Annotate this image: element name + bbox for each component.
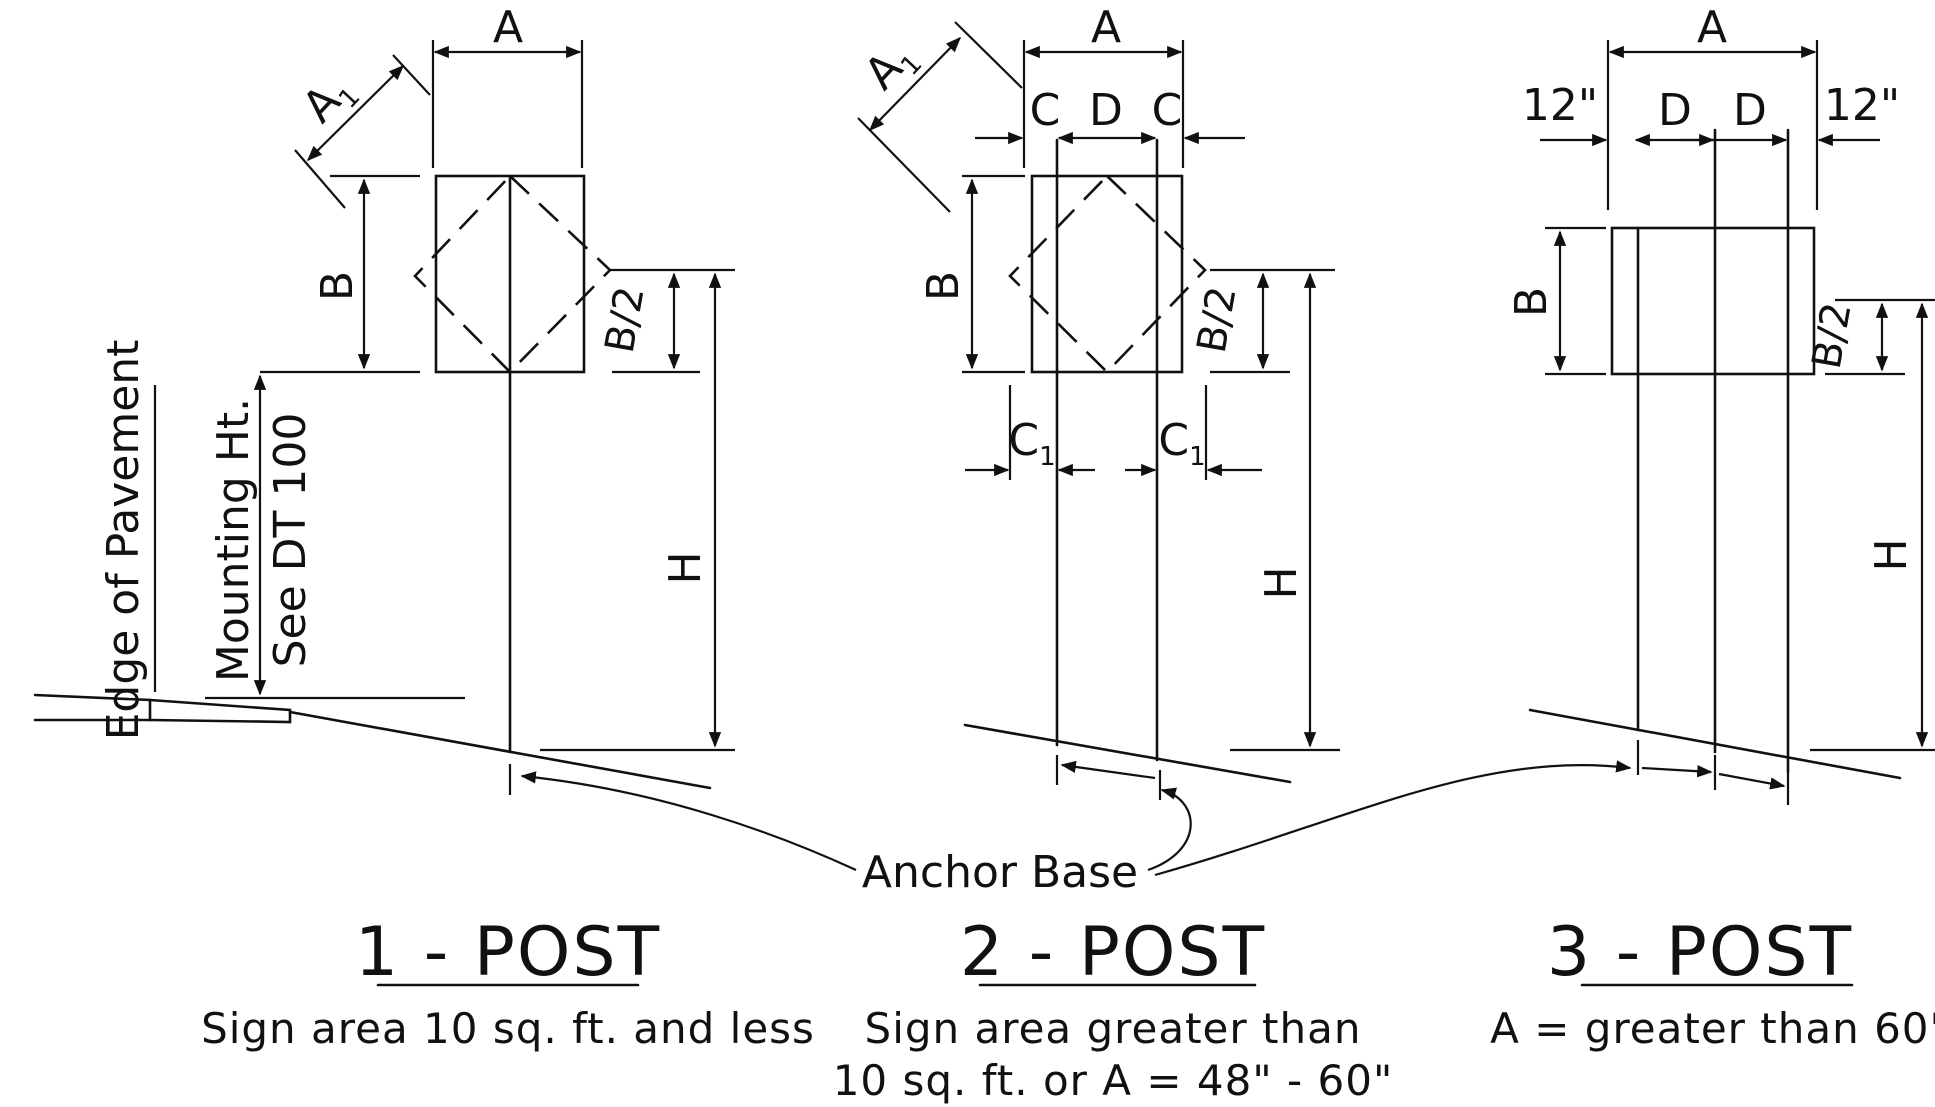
post2-caption-line2: 10 sq. ft. or A = 48" - 60" (833, 1056, 1394, 1105)
post2-a1-label-group: A1 (855, 31, 929, 104)
post2-dim-c1-left: C1 (1008, 415, 1055, 472)
ground-line-1 (288, 710, 712, 790)
post2-dim-c-right: C (1152, 85, 1183, 136)
edge-of-pavement-label-group: Edge of Pavement (98, 340, 149, 741)
post3-anchor-leader (1154, 760, 1632, 877)
post2-b2-label-group: B/2 (1189, 283, 1246, 356)
post1-a1-label-group: A1 (293, 64, 367, 137)
post3-dim-12in-right: 12" (1824, 80, 1900, 131)
svg-text:A1: A1 (293, 64, 367, 137)
ground-line-2 (963, 723, 1292, 784)
pavement-curb (148, 698, 292, 724)
post2-anchor-leader (1147, 787, 1192, 872)
post2-sign-panel (1030, 174, 1184, 374)
see-dt100-label-group: See DT 100 (265, 413, 316, 668)
post3-sign-panel (1610, 226, 1816, 376)
post3-title: 3 - POST (1547, 913, 1853, 992)
post2-anchor-dim (1060, 760, 1156, 780)
post1-figure: A A1 B B/2 H Edge of Pavement (33, 2, 857, 1053)
post3-figure: A 12" D D 12" B B/2 H (1154, 2, 1935, 1053)
svg-text:H: H (1866, 538, 1917, 571)
pavement-surface (33, 693, 152, 722)
svg-text:B: B (1506, 287, 1557, 317)
post2-b-label-group: B (918, 271, 969, 301)
post2-dim-c-left: C (1030, 85, 1061, 136)
post1-b2-label-group: B/2 (597, 283, 654, 356)
post3-dim-12in-left: 12" (1522, 80, 1598, 131)
mounting-height-label-group: Mounting Ht. (208, 398, 259, 682)
post3-caption: A = greater than 60" (1490, 1004, 1935, 1053)
post3-anchor-dim-a (1641, 765, 1713, 778)
svg-text:B/2: B/2 (1804, 299, 1861, 372)
post2-a1-dim (868, 36, 962, 132)
post1-a1-ext-bottom (294, 149, 346, 209)
post1-h-label-group: H (660, 551, 711, 584)
post3-h-label-group: H (1866, 538, 1917, 571)
post2-a1-ext-top (954, 21, 1023, 89)
post2-diamond-sign (1008, 174, 1207, 374)
post2-dim-a-label: A (1091, 2, 1121, 53)
post1-title: 1 - POST (355, 913, 661, 992)
post2-h-label-group: H (1256, 566, 1307, 599)
post1-a1-dim (306, 64, 405, 162)
post2-caption-line1: Sign area greater than (865, 1004, 1362, 1053)
post1-dim-a-label: A (493, 2, 523, 53)
svg-text:A1: A1 (855, 31, 929, 104)
anchor-base-label: Anchor Base (862, 847, 1138, 898)
post2-figure: A A1 C D C B C1 C1 (833, 2, 1394, 1105)
post3-b-label-group: B (1506, 287, 1557, 317)
post1-caption: Sign area 10 sq. ft. and less (201, 1004, 815, 1053)
see-dt100-label: See DT 100 (265, 413, 316, 668)
svg-text:B: B (918, 271, 969, 301)
svg-text:B: B (312, 271, 363, 301)
post3-b2-label-group: B/2 (1804, 299, 1861, 372)
edge-of-pavement-label: Edge of Pavement (98, 340, 149, 741)
svg-text:H: H (660, 551, 711, 584)
mounting-height-label: Mounting Ht. (208, 398, 259, 682)
post2-dim-d: D (1089, 85, 1123, 136)
post3-dim-a-label: A (1697, 2, 1727, 53)
post1-a1-ext-top (392, 54, 431, 96)
post2-a1-ext-bottom (857, 117, 951, 213)
post1-diamond-sign (413, 174, 612, 374)
svg-text:H: H (1256, 566, 1307, 599)
post3-dim-d-right: D (1733, 85, 1767, 136)
post2-dim-c1-right: C1 (1158, 415, 1205, 472)
post3-anchor-dim-b (1718, 772, 1786, 790)
post1-b-label-group: B (312, 271, 363, 301)
post2-title: 2 - POST (960, 913, 1266, 992)
post1-anchor-leader (520, 771, 857, 871)
post3-dim-d-left: D (1658, 85, 1692, 136)
svg-text:B/2: B/2 (1189, 283, 1246, 356)
svg-text:B/2: B/2 (597, 283, 654, 356)
